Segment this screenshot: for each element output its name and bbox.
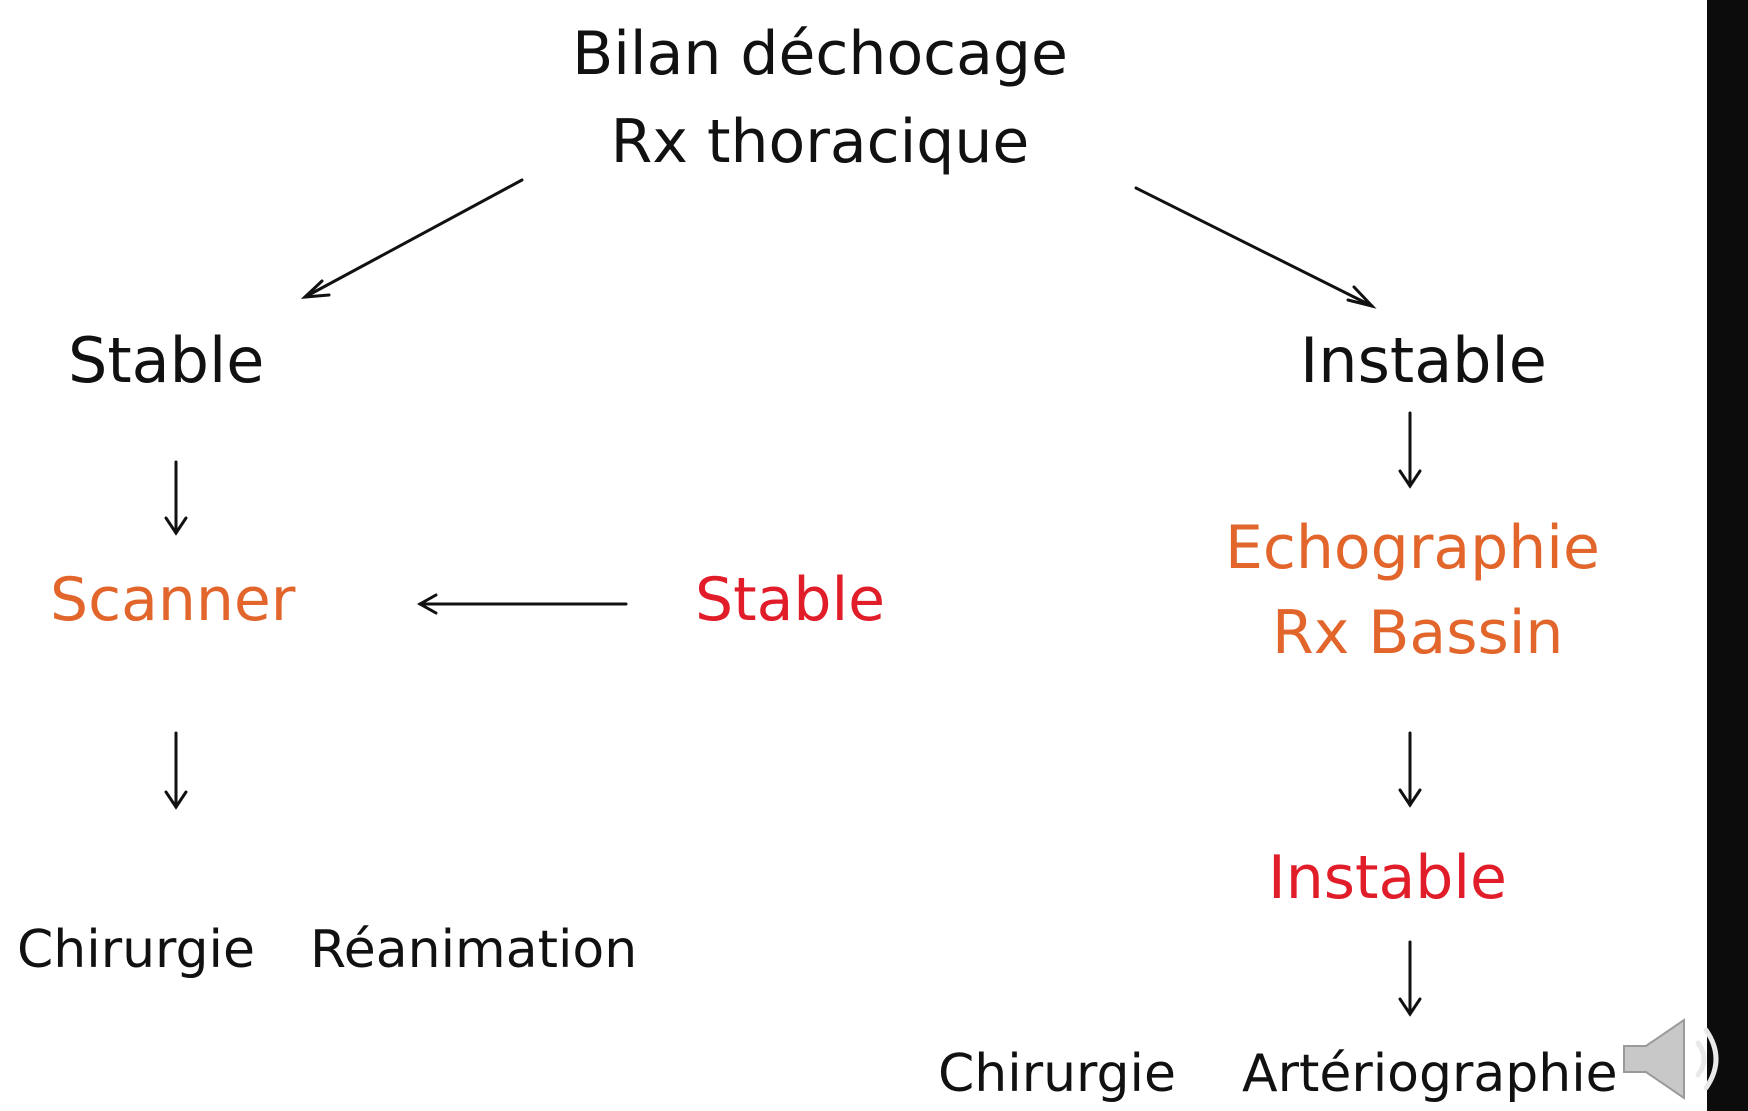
right-state-instable-2: Instable <box>1268 843 1507 913</box>
left-exam-scanner: Scanner <box>50 565 296 635</box>
right-exam-echographie: Echographie <box>1225 513 1600 583</box>
middle-state-stable: Stable <box>695 565 886 635</box>
right-outcome-arteriographie: Artériographie <box>1242 1044 1618 1104</box>
speaker-icon[interactable] <box>1618 1000 1728 1111</box>
arrow-instable-to-outcomes <box>1398 940 1422 1017</box>
left-state-stable: Stable <box>68 324 265 397</box>
right-state-instable: Instable <box>1300 324 1547 397</box>
arrow-bassin-to-instable <box>1398 731 1422 808</box>
arrow-stable-to-scanner <box>164 460 188 536</box>
diagram-title: Bilan déchocage Rx thoracique <box>520 10 1120 186</box>
slide-side-bar <box>1707 0 1748 1111</box>
right-outcome-chirurgie: Chirurgie <box>938 1044 1176 1104</box>
title-line-1: Bilan déchocage <box>572 19 1068 89</box>
left-outcome-reanimation: Réanimation <box>310 920 638 980</box>
left-outcome-chirurgie: Chirurgie <box>17 920 255 980</box>
arrow-scanner-to-outcomes <box>164 731 188 810</box>
right-exam-rx-bassin: Rx Bassin <box>1272 598 1564 668</box>
arrow-title-to-stable <box>300 178 524 299</box>
arrow-middle-stable-to-scanner <box>416 593 628 615</box>
arrow-instable-to-echographie <box>1398 411 1422 489</box>
arrow-title-to-instable <box>1134 186 1377 309</box>
title-line-2: Rx thoracique <box>610 107 1030 177</box>
